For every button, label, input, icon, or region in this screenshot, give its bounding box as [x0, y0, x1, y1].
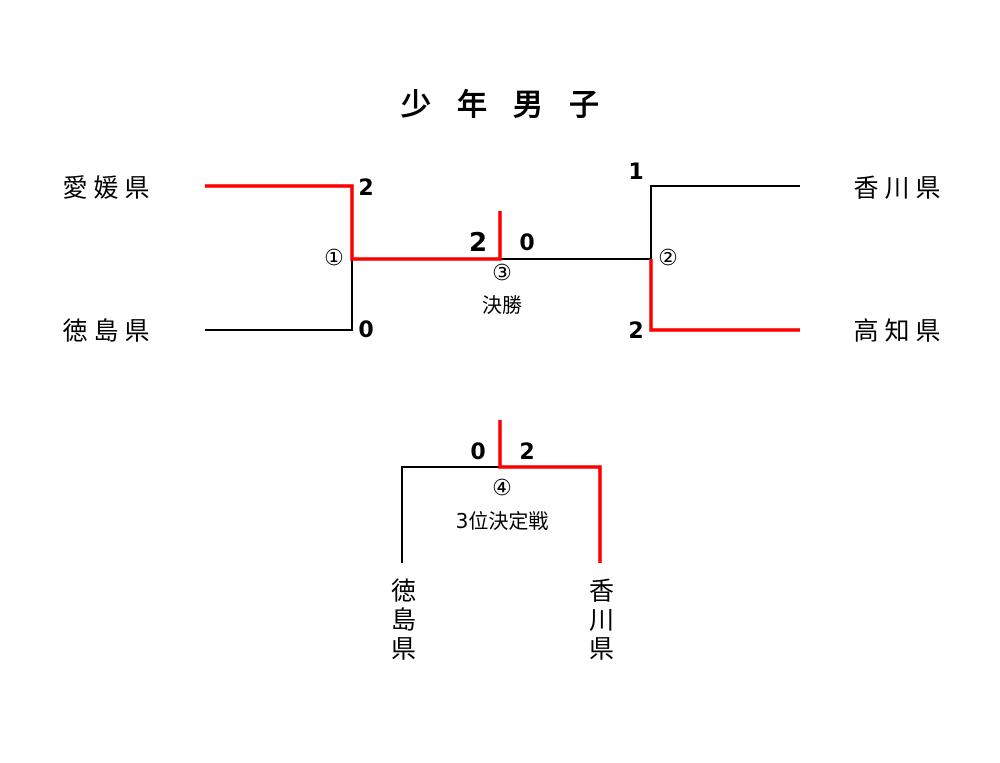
page-title: 少年男子	[401, 88, 625, 123]
match-number-2: ②	[658, 246, 678, 271]
score-third-left: 0	[470, 440, 486, 465]
team-kochi: 高知県	[853, 316, 947, 346]
team-third-kagawa: 香川県	[585, 577, 615, 665]
score-third-right: 2	[519, 440, 535, 465]
team-ehime: 愛媛県	[62, 173, 156, 203]
team-tokushima: 徳島県	[62, 316, 156, 346]
line-kochi-winner	[649, 259, 800, 332]
score-final-right: 0	[519, 231, 535, 256]
line-tokushima	[205, 259, 353, 331]
line-third-kagawa-winner	[498, 420, 602, 563]
final-label: 決勝	[482, 293, 522, 317]
team-kagawa: 香川県	[853, 173, 947, 203]
score-m2-bottom: 2	[628, 319, 644, 344]
score-m2-top: 1	[628, 160, 644, 185]
score-m1-top: 2	[358, 176, 374, 201]
team-third-tokushima: 徳島県	[387, 577, 417, 665]
line-kagawa	[650, 185, 800, 259]
line-ehime-winner	[205, 184, 502, 261]
match-number-3: ③	[492, 261, 512, 286]
match-number-1: ①	[324, 246, 344, 271]
third-place-label: 3位決定戦	[455, 509, 549, 533]
match-number-4: ④	[492, 476, 512, 501]
line-third-tokushima	[401, 466, 500, 563]
score-final-left: 2	[468, 228, 488, 258]
score-m1-bottom: 0	[358, 318, 374, 343]
